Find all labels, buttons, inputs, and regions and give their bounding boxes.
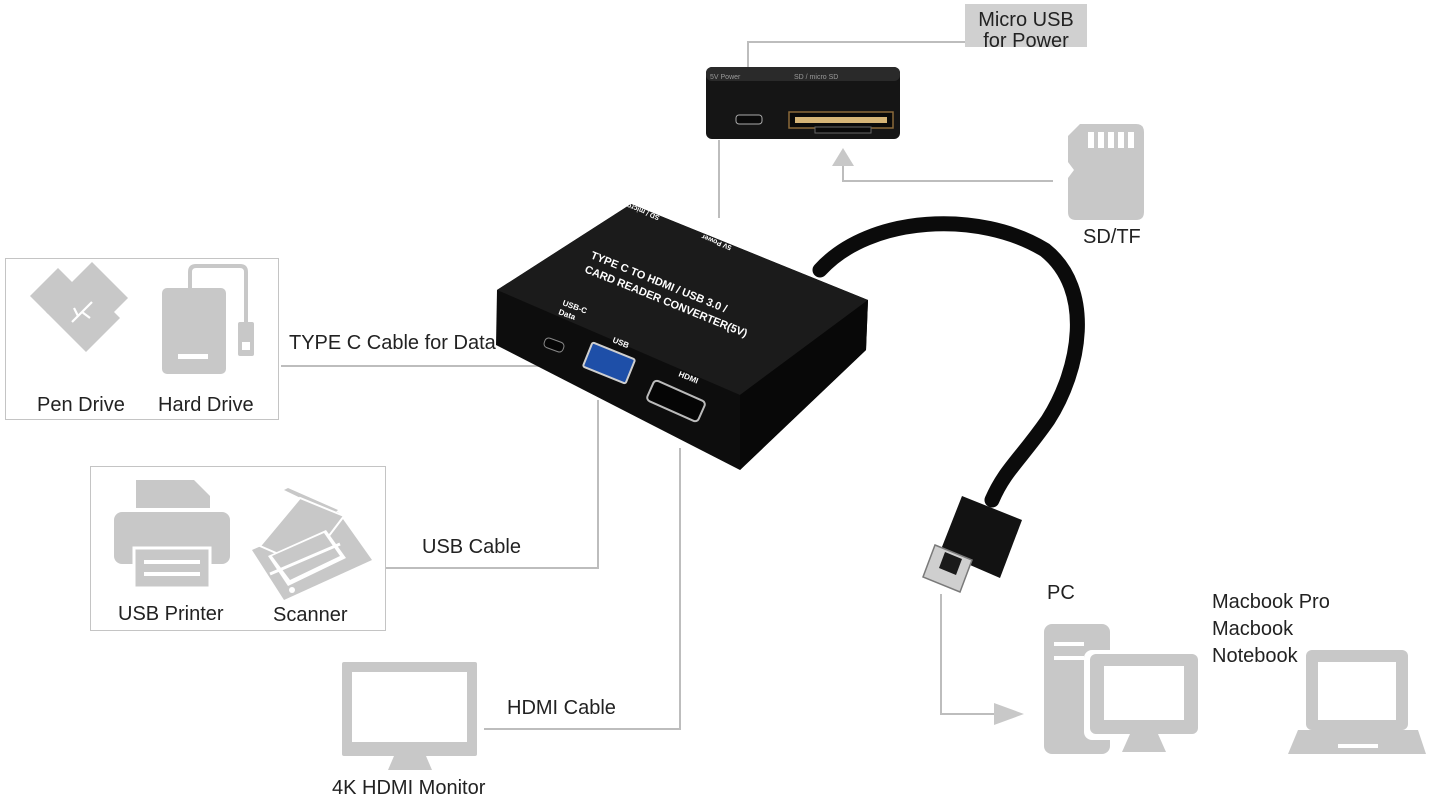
usb-port xyxy=(582,341,636,385)
notebook-label: Notebook xyxy=(1212,645,1298,667)
micro-usb-line2: for Power xyxy=(983,30,1069,52)
macbook-pro-label: Macbook Pro xyxy=(1212,591,1330,613)
sd-arrow-icon xyxy=(832,148,854,166)
usb-printer-label: USB Printer xyxy=(118,603,224,625)
pc-label: PC xyxy=(1047,582,1075,604)
scanner-label: Scanner xyxy=(273,604,348,626)
usb-cable-line xyxy=(386,400,599,569)
storage-devices-box xyxy=(5,258,279,420)
hard-drive-icon xyxy=(162,264,254,374)
usb-c-hub-device: TYPE C TO HDMI / USB 3.0 / CARD READER C… xyxy=(496,197,868,470)
pc-icon xyxy=(1044,624,1202,754)
pc-connection-line xyxy=(940,594,1000,715)
usb-cable-label: USB Cable xyxy=(422,536,521,558)
printer-scanner-box xyxy=(90,466,386,631)
usbc-data-port xyxy=(543,337,565,353)
scanner-icon xyxy=(252,488,372,600)
connector-lines xyxy=(281,41,1053,730)
mac-label-group: Macbook Pro Macbook Notebook xyxy=(1212,589,1330,670)
type-c-cable xyxy=(812,216,1085,593)
sd-card-callout-line xyxy=(842,164,1053,182)
hdmi-port xyxy=(646,379,706,423)
hdmi-cable-line xyxy=(484,448,681,730)
inset-sd-text: SD / micro SD xyxy=(794,74,838,81)
hard-drive-label: Hard Drive xyxy=(158,394,254,416)
printer-icon xyxy=(114,480,230,590)
type-c-cable-label: TYPE C Cable for Data xyxy=(289,332,496,354)
hdmi-cable-label: HDMI Cable xyxy=(507,697,616,719)
micro-usb-line1: Micro USB xyxy=(978,9,1074,31)
sd-tf-label: SD/TF xyxy=(1083,226,1141,248)
sd-card-icon xyxy=(1068,124,1144,220)
micro-usb-tag: Micro USB for Power xyxy=(965,4,1087,52)
pc-arrow-icon xyxy=(994,703,1024,725)
monitor-label: 4K HDMI Monitor xyxy=(332,777,486,799)
monitor-icon xyxy=(342,662,477,770)
inset-power-text: 5V Power xyxy=(710,74,741,81)
usb-stick-icon xyxy=(30,262,128,352)
laptop-icon xyxy=(1288,650,1426,754)
macbook-label: Macbook xyxy=(1212,618,1294,640)
device-side-inset: 5V Power SD / micro SD xyxy=(706,67,900,139)
pen-drive-label: Pen Drive xyxy=(37,394,125,416)
